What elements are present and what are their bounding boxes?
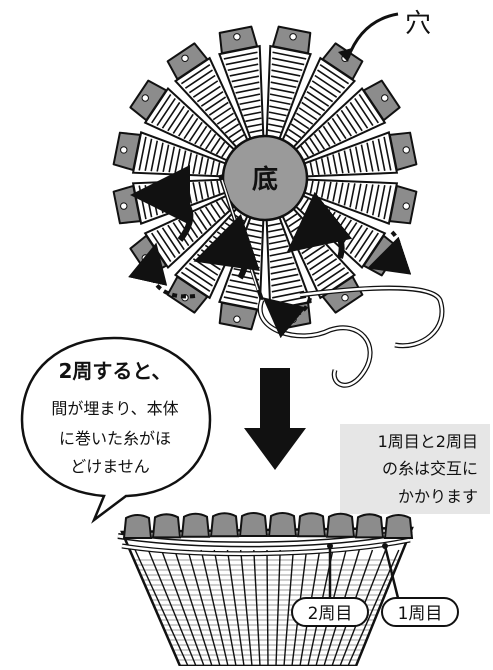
hole <box>381 94 389 102</box>
hole-callout-line <box>346 12 399 59</box>
rim-tab <box>209 512 240 538</box>
round1-label: 1周目 <box>398 604 443 624</box>
wheel-sector <box>265 25 312 140</box>
round2-label: 2周目 <box>308 604 353 624</box>
round2-badge <box>291 597 369 627</box>
round1-pointer <box>383 545 400 599</box>
hole-callout-arrowhead <box>338 48 352 62</box>
round1-badge <box>381 597 459 627</box>
dotted-arrow-bottom <box>262 297 312 339</box>
dotted-arrow-left <box>128 242 196 299</box>
basket-side-view <box>117 512 414 668</box>
hole <box>402 146 410 154</box>
speech-line-4: どけません <box>70 457 150 476</box>
down-arrow-shaft <box>260 368 290 430</box>
hole <box>120 202 128 210</box>
wheel-sector <box>281 42 364 149</box>
note-line-1: 1周目と2周目 <box>378 432 478 451</box>
hole <box>233 315 241 323</box>
rim-tab <box>151 513 182 539</box>
curved-arrow-bottom <box>193 214 260 280</box>
rim-tab <box>383 514 414 539</box>
speech-line-1: 2周すると、 <box>58 359 171 383</box>
hole <box>120 146 128 154</box>
dotted-arrow-right <box>367 230 412 275</box>
note-line-3: かかります <box>398 487 478 506</box>
speech-bubble <box>20 336 212 524</box>
thread-loop-inner <box>299 286 444 348</box>
hole <box>141 94 149 102</box>
wheel-sector <box>303 131 418 178</box>
rim-tab <box>267 512 298 538</box>
curved-arrow-right <box>286 191 353 259</box>
rim-tab <box>238 512 269 538</box>
rim-tabs <box>122 512 414 539</box>
wheel-sector <box>218 25 265 140</box>
down-arrow-head <box>244 428 306 470</box>
note-box <box>340 424 490 514</box>
rim-tab <box>122 514 153 539</box>
hole-label: 穴 <box>405 9 431 39</box>
hole <box>181 54 189 62</box>
curved-arrow-left <box>130 165 194 242</box>
wheel-sector <box>294 79 401 162</box>
rim-tab <box>354 513 385 539</box>
hole <box>141 254 149 262</box>
hole <box>289 33 297 41</box>
hole <box>233 33 241 41</box>
speech-line-2: 間が埋まり、本体 <box>51 399 178 418</box>
hole <box>341 294 349 302</box>
rim-tab <box>325 512 356 538</box>
rim-tab <box>296 512 327 538</box>
speech-line-3: に巻いた糸がほ <box>59 429 171 448</box>
bottom-label: 底 <box>252 164 278 195</box>
note-line-2: の糸は交互に <box>382 459 478 478</box>
rim-tab <box>180 512 211 538</box>
hole <box>402 202 410 210</box>
